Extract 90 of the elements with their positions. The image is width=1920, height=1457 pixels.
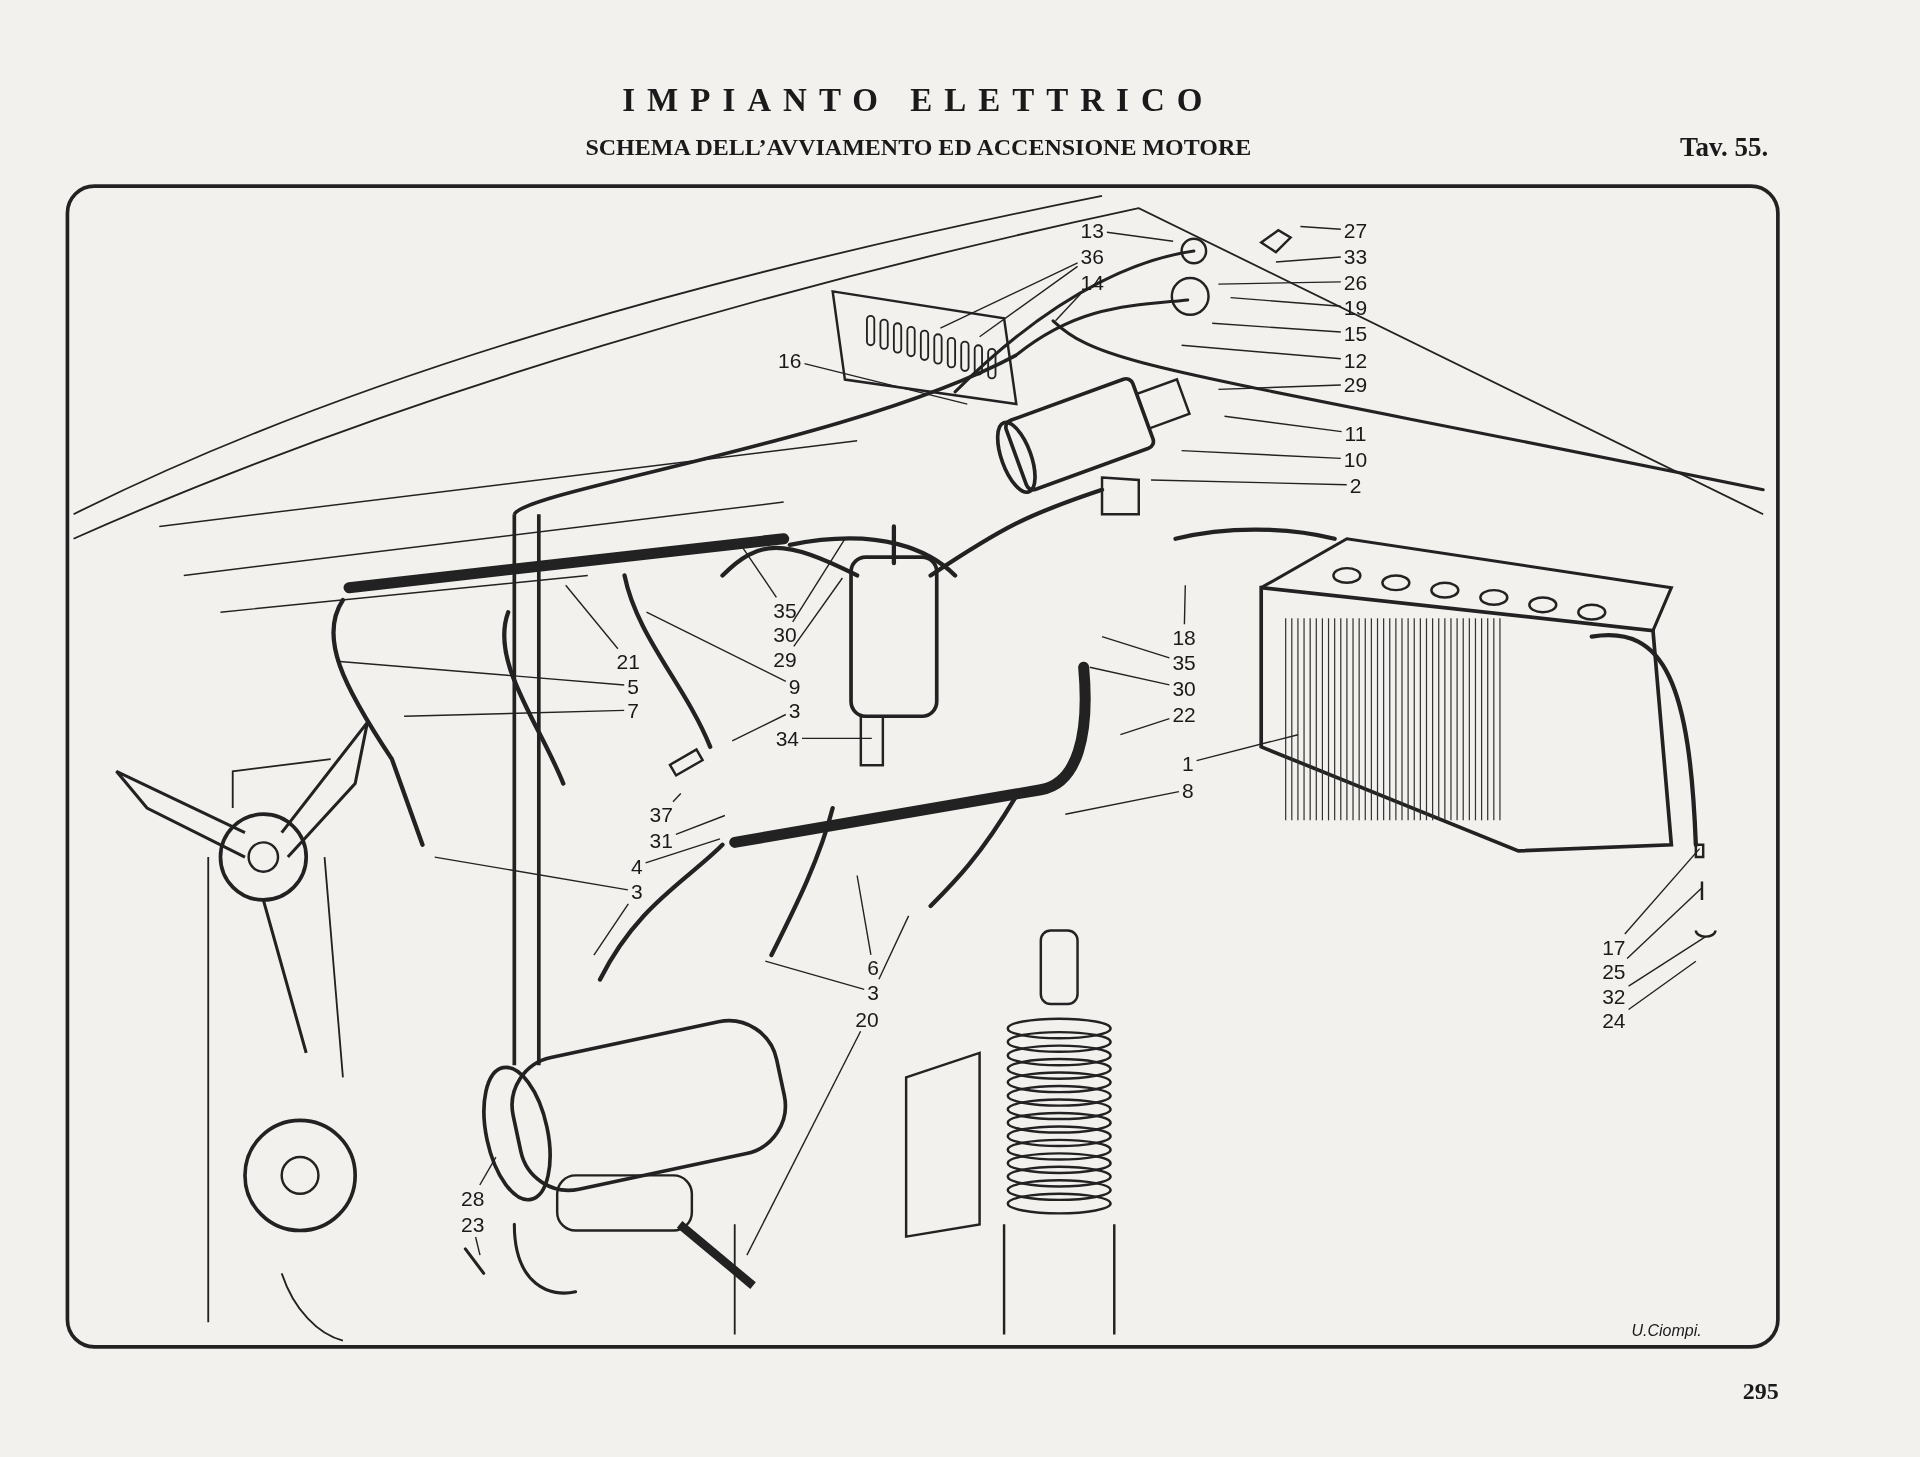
callout-number: 37 (648, 803, 674, 825)
callout-number: 30 (772, 623, 798, 645)
leader-line (731, 713, 787, 742)
leader-line (644, 838, 721, 864)
callout-number: 34 (774, 727, 800, 749)
leader-line (978, 265, 1079, 338)
leader-line (1195, 734, 1299, 762)
callout-number: 31 (648, 829, 674, 851)
callout-number: 33 (1342, 245, 1369, 267)
diagram-title: IMPIANTO ELETTRICO (622, 81, 1215, 119)
callout-number: 13 (1079, 219, 1105, 241)
callout-number: 3 (787, 699, 802, 721)
callout-number: 18 (1171, 626, 1197, 648)
leader-line (645, 611, 787, 682)
leader-line (1064, 790, 1180, 815)
callout-number: 1 (1180, 752, 1195, 774)
leader-line (856, 874, 872, 956)
callout-number: 28 (459, 1187, 486, 1209)
leader-line (1106, 231, 1174, 242)
leader-line (878, 915, 910, 980)
leader-line (1627, 936, 1707, 987)
leader-line (1299, 225, 1342, 230)
leader-line (1054, 293, 1082, 322)
leader-line (1624, 847, 1701, 935)
leader-line (1217, 281, 1342, 285)
callout-number: 7 (626, 699, 640, 721)
callout-number: 16 (777, 349, 803, 371)
callout-number: 32 (1601, 985, 1627, 1006)
callout-number: 35 (772, 599, 798, 621)
callout-number: 6 (866, 956, 880, 978)
callout-number: 19 (1342, 296, 1369, 318)
leader-line (1183, 584, 1186, 625)
leader-line (1223, 415, 1343, 433)
callout-number: 20 (854, 1008, 880, 1030)
leader-line (1119, 718, 1171, 736)
callout-number: 29 (772, 648, 798, 670)
leader-line (792, 538, 846, 623)
callout-number: 3 (866, 981, 880, 1003)
leader-line (1180, 344, 1342, 360)
leader-line (474, 1236, 481, 1256)
callout-number: 21 (615, 650, 641, 672)
callout-number: 35 (1171, 651, 1197, 673)
callout-number: 27 (1342, 219, 1369, 241)
leader-line (1275, 256, 1342, 263)
plate-number: Tav. 55. (1679, 131, 1769, 163)
leader-line (801, 737, 873, 740)
leader-line (1150, 479, 1348, 486)
callout-number: 5 (626, 675, 640, 697)
leader-line (1217, 384, 1342, 391)
leader-line (1211, 322, 1342, 333)
leader-line (1627, 960, 1697, 1011)
leader-line (1229, 296, 1342, 307)
callout-number: 3 (629, 880, 644, 902)
leader-line (593, 903, 629, 956)
leader-line (939, 262, 1079, 329)
leader-line (803, 362, 968, 405)
leader-line (746, 1030, 862, 1256)
leader-line (434, 856, 629, 891)
callout-number: 2 (1348, 474, 1363, 496)
leader-line (1101, 636, 1171, 659)
leader-line (565, 584, 619, 650)
leader-line (336, 660, 625, 686)
callout-number: 11 (1343, 422, 1368, 444)
leader-line (403, 709, 625, 717)
page-number: 295 (1742, 1377, 1779, 1405)
callout-number: 36 (1079, 245, 1105, 267)
callout-number: 22 (1171, 703, 1197, 725)
callout-number: 15 (1342, 322, 1369, 344)
leader-line (764, 960, 865, 990)
callout-number: 24 (1601, 1009, 1627, 1031)
leader-line (1626, 887, 1703, 960)
callout-number: 26 (1342, 271, 1369, 293)
leader-line (793, 577, 844, 647)
callout-number: 30 (1171, 677, 1197, 699)
leader-line (1089, 666, 1171, 686)
artist-signature: U.Ciompi. (1631, 1322, 1702, 1340)
callout-number: 29 (1342, 374, 1369, 395)
callout-number: 8 (1180, 779, 1195, 801)
callout-number: 4 (629, 855, 644, 877)
callout-number: 9 (787, 675, 802, 697)
subtitle: SCHEMA DELL’AVVIAMENTO ED ACCENSIONE MOTORE (585, 133, 1252, 161)
leader-line (672, 792, 682, 803)
callout-number: 23 (459, 1214, 486, 1235)
callout-number: 10 (1342, 448, 1369, 470)
leader-line (479, 1156, 497, 1186)
callout-number: 25 (1601, 960, 1627, 982)
leader-line (1180, 449, 1342, 460)
callout-number: 17 (1601, 936, 1627, 957)
leader-line (675, 814, 726, 836)
callout-number: 12 (1342, 349, 1369, 371)
